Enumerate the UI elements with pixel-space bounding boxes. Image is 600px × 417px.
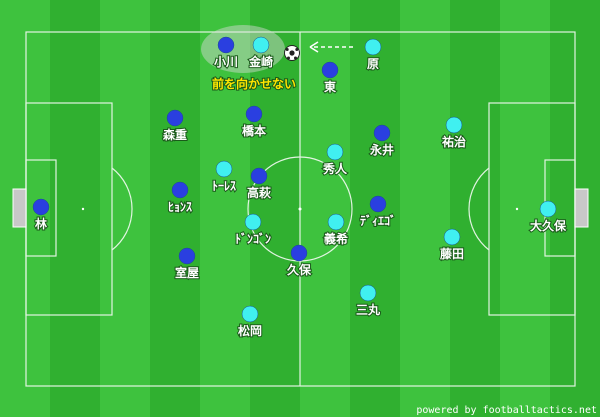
- center-spot: [298, 207, 302, 211]
- player-marker: 高萩: [246, 167, 272, 201]
- player-name: 室屋: [175, 265, 199, 280]
- left-goal: [12, 188, 27, 228]
- player-name: 小川: [214, 54, 238, 69]
- grass-stripe: [100, 0, 150, 417]
- left-penalty-spot: [81, 207, 85, 211]
- player-name: 森重: [163, 127, 187, 142]
- player-marker: 祐治: [441, 116, 467, 150]
- player-dot-team-b: [326, 143, 344, 161]
- player-marker: 永井: [368, 124, 395, 158]
- player-name: 義希: [324, 231, 348, 246]
- player-name: 三丸: [356, 302, 381, 317]
- grass-stripe: [250, 0, 300, 417]
- player-name: 藤田: [439, 246, 464, 261]
- player-dot-team-a: [369, 195, 387, 213]
- soccer-ball-icon: [284, 45, 300, 61]
- player-dot-team-a: [32, 198, 50, 216]
- right-goal: [574, 188, 589, 228]
- player-marker: ﾄｰﾚｽ: [211, 160, 237, 194]
- player-marker: 森重: [162, 109, 188, 143]
- player-name: 大久保: [530, 218, 567, 233]
- grass-stripe: [50, 0, 100, 417]
- player-dot-team-a: [178, 247, 196, 265]
- player-marker: 大久保: [529, 200, 568, 234]
- player-dot-team-b: [364, 38, 382, 56]
- player-dot-team-b: [252, 36, 270, 54]
- player-dot-team-b: [539, 200, 557, 218]
- player-dot-team-b: [359, 284, 377, 302]
- player-name: ﾄｰﾚｽ: [212, 179, 236, 193]
- player-dot-team-b: [327, 213, 345, 231]
- player-name: 祐治: [442, 134, 466, 149]
- player-name: 高萩: [247, 185, 271, 200]
- pressing-highlight: [201, 25, 285, 73]
- player-name: 松岡: [238, 323, 262, 338]
- player-dot-team-a: [245, 105, 263, 123]
- player-marker: 小川: [213, 36, 239, 70]
- grass-stripe: [200, 0, 250, 417]
- player-marker: 秀人: [321, 143, 349, 177]
- player-name: 永井: [369, 142, 394, 157]
- player-name: 原: [367, 57, 379, 71]
- player-marker: 金崎: [247, 36, 274, 70]
- player-dot-team-b: [241, 305, 259, 323]
- player-marker: 松岡: [237, 305, 263, 339]
- player-marker: ﾄﾞﾝｺﾞﾝ: [234, 213, 272, 247]
- grass-stripe: [150, 0, 200, 417]
- player-name: 久保: [287, 262, 312, 277]
- player-marker: 室屋: [174, 247, 200, 281]
- player-dot-team-b: [215, 160, 233, 178]
- player-dot-team-b: [445, 116, 463, 134]
- player-dot-team-a: [290, 244, 308, 262]
- player-marker: 東: [321, 61, 339, 95]
- player-marker: 原: [364, 38, 382, 72]
- player-name: ﾄﾞﾝｺﾞﾝ: [235, 231, 271, 246]
- player-marker: 義希: [323, 213, 349, 247]
- right-penalty-spot: [515, 207, 519, 211]
- grass-stripe: [450, 0, 500, 417]
- credit-text: powered by footballtactics.net: [416, 405, 597, 416]
- press-arrow-head: [309, 41, 319, 53]
- player-dot-team-a: [373, 124, 391, 142]
- player-dot-team-a: [217, 36, 235, 54]
- player-dot-team-b: [244, 213, 262, 231]
- player-name: ﾋｮﾝｽ: [168, 200, 192, 214]
- player-marker: 久保: [286, 244, 313, 278]
- player-marker: ﾃﾞｨｴｺﾞ: [359, 195, 397, 229]
- player-name: 橋本: [242, 123, 266, 138]
- annotation-text: 前を向かせない: [212, 76, 296, 91]
- grass-stripe: [400, 0, 450, 417]
- player-dot-team-a: [321, 61, 339, 79]
- player-marker: 林: [32, 198, 50, 232]
- player-dot-team-a: [171, 181, 189, 199]
- player-name: 秀人: [322, 161, 348, 176]
- player-dot-team-a: [250, 167, 268, 185]
- player-marker: 藤田: [438, 228, 465, 262]
- player-dot-team-b: [443, 228, 461, 246]
- player-dot-team-a: [166, 109, 184, 127]
- grass-stripe: [300, 0, 350, 417]
- player-name: 林: [35, 216, 47, 231]
- player-name: 金崎: [248, 54, 273, 69]
- player-marker: 三丸: [355, 284, 382, 318]
- player-marker: 橋本: [241, 105, 267, 139]
- player-marker: ﾋｮﾝｽ: [167, 181, 193, 215]
- player-name: 東: [324, 79, 336, 94]
- player-name: ﾃﾞｨｴｺﾞ: [360, 213, 396, 228]
